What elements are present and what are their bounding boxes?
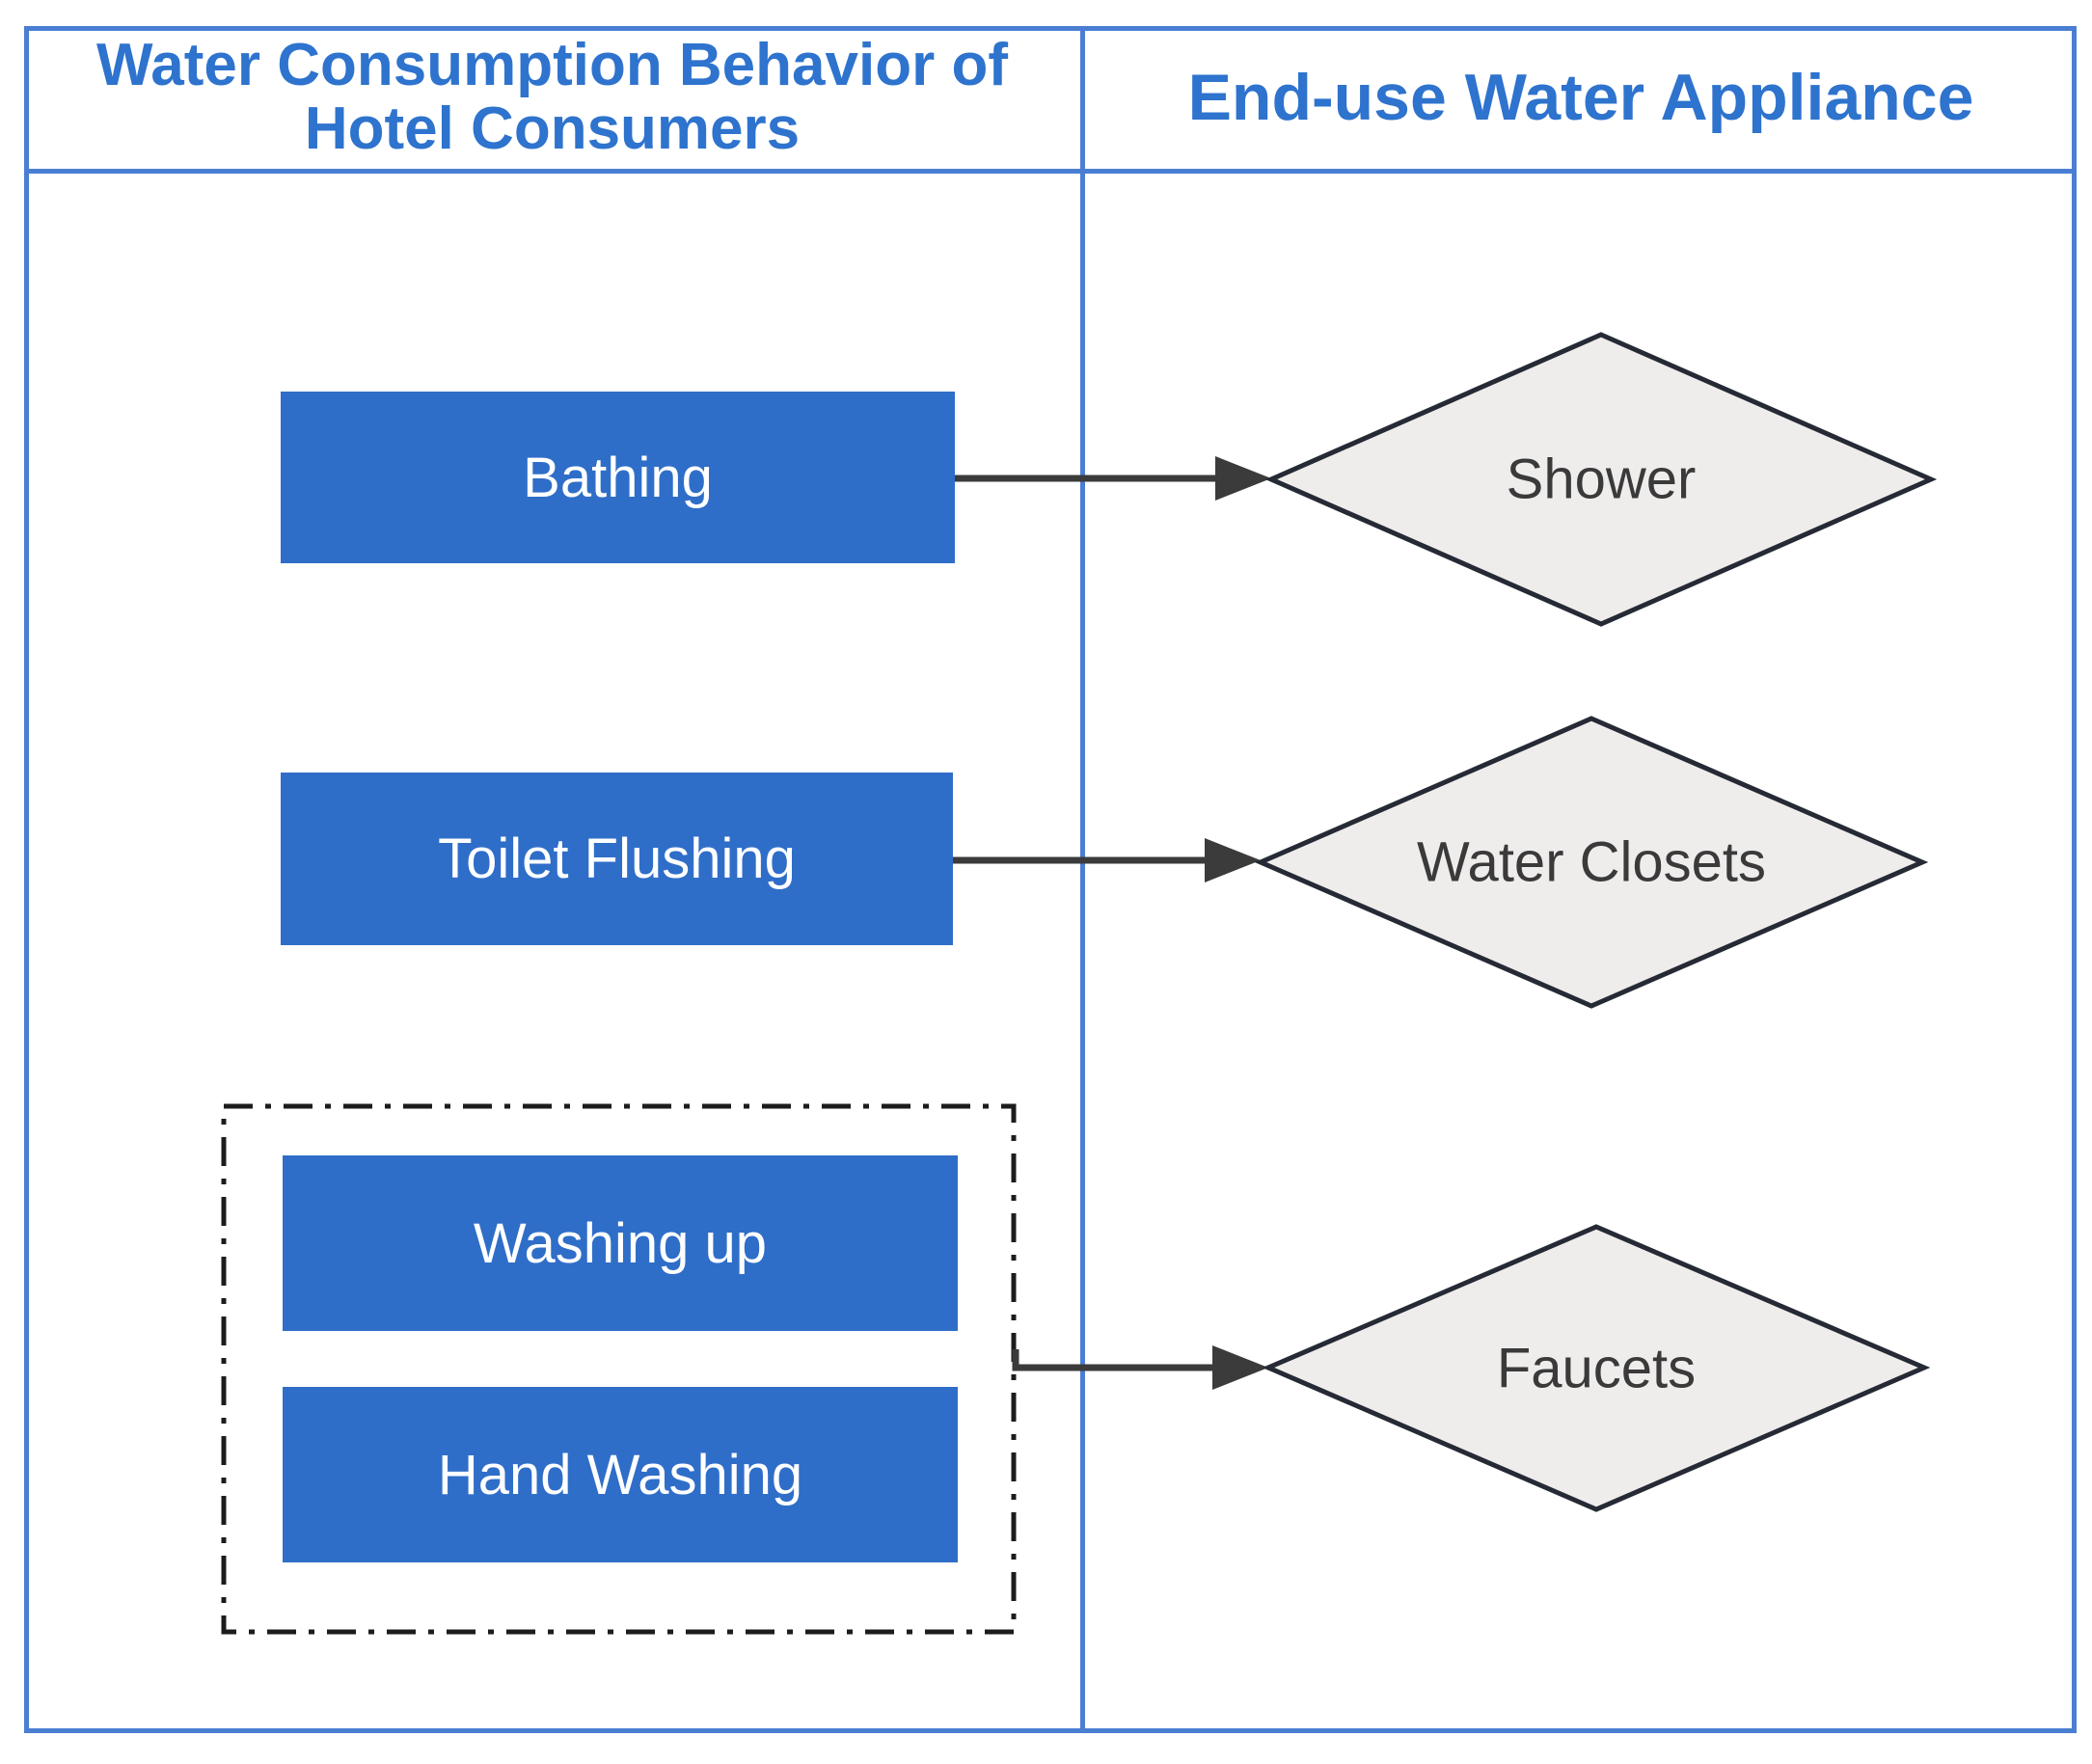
behavior-box-washing-up: Washing up [283,1155,958,1331]
water-closets-diamond [1254,716,1929,1009]
table-outer-border [24,26,2077,1733]
behavior-box-bathing: Bathing [281,392,955,563]
arrow-bathing-to-shower-head [1215,456,1271,501]
appliance-label-water-closets: Water Closets [1416,830,1767,894]
shower-diamond [1264,332,1938,627]
behavior-label-bathing: Bathing [523,446,713,509]
behavior-label-hand-washing: Hand Washing [437,1443,803,1506]
behavior-box-hand-washing: Hand Washing [283,1387,958,1562]
arrow-group-to-faucets-line [1012,1349,1214,1371]
behavior-label-washing-up: Washing up [473,1211,768,1275]
arrow-toilet-to-water-closets-head [1205,838,1261,882]
right-column-header: End-use Water Appliance [1085,26,2077,169]
header-separator [24,169,2077,174]
column-divider [1080,26,1085,1733]
appliance-label-shower: Shower [1506,448,1697,511]
faucets-diamond [1262,1224,1931,1512]
behavior-label-toilet-flushing: Toilet Flushing [438,828,796,890]
left-column-header: Water Consumption Behavior of Hotel Cons… [24,26,1080,169]
arrow-group-to-faucets-head [1212,1345,1268,1390]
appliance-label-faucets: Faucets [1496,1337,1697,1400]
right-column-header-text: End-use Water Appliance [1187,61,1974,134]
left-column-header-text: Water Consumption Behavior of Hotel Cons… [96,32,1008,162]
behavior-box-toilet-flushing: Toilet Flushing [281,773,953,945]
